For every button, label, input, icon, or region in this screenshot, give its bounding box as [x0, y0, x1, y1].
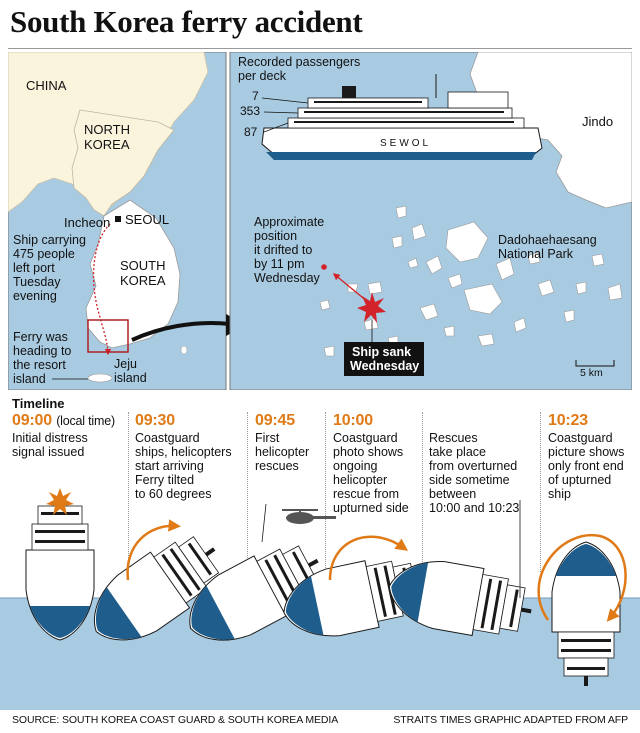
timeline-divider [325, 412, 326, 572]
deck-count-top: 7 [252, 89, 259, 103]
label-jindo: Jindo [582, 114, 613, 129]
timeline-time-3: 09:45 [255, 412, 295, 429]
ship-hull-stripe [266, 152, 536, 160]
timeline-divider [540, 412, 541, 572]
left-map: CHINA NORTH KOREA SEOUL Incheon SOUTH KO… [8, 52, 227, 390]
timeline-desc-4: Coastguard photo shows ongoing helicopte… [333, 431, 409, 515]
ship-bridge [447, 91, 509, 109]
timeline-divider [247, 412, 248, 572]
seoul-marker [115, 216, 121, 222]
label-jeju-1: Jeju [114, 357, 137, 371]
right-map: SEWOL Recorded passengers per deck 7 353… [229, 52, 632, 390]
timeline-desc-3: First helicopter rescues [255, 431, 310, 473]
label-jeju-2: island [114, 371, 147, 385]
rotation-arrow-6 [537, 533, 627, 622]
timeline-event-2: 09:30 Coastguard ships, helicopters star… [135, 412, 255, 501]
sewol-ship-illustration: SEWOL [261, 74, 543, 160]
deck-leader-bottom [263, 122, 289, 133]
ship-stage-1 [25, 495, 95, 641]
japan-island-shape [180, 345, 188, 355]
rotation-arrow-2 [126, 519, 181, 581]
scale-label: 5 km [580, 367, 603, 379]
timeline-event-3: 09:45 First helicopter rescues [255, 412, 375, 473]
scale-bar [575, 360, 615, 367]
south-korea-land [85, 199, 181, 349]
timeline-time-6: 10:23 [548, 412, 588, 429]
timeline-event-1: 09:00 (local time) Initial distress sign… [12, 412, 132, 459]
label-seoul: SEOUL [125, 212, 169, 227]
sank-label-box [344, 342, 424, 376]
label-incheon: Incheon [64, 215, 110, 230]
accident-locator-box [87, 319, 129, 353]
deck-count-middle: 353 [240, 104, 260, 118]
rotation-arrow-4 [328, 535, 409, 581]
departure-note: Ship carrying 475 people left port Tuesd… [13, 233, 89, 303]
label-north-korea-2: KOREA [84, 137, 130, 152]
island-group [319, 205, 623, 357]
graphic-credit: STRAITS TIMES GRAPHIC ADAPTED FROM AFP [393, 714, 628, 726]
title-divider [8, 48, 632, 49]
drift-arrow [332, 273, 369, 303]
timeline-event-6: 10:23 Coastguard picture shows only fron… [548, 412, 640, 501]
helicopter-icon [282, 509, 336, 524]
source-note: SOURCE: SOUTH KOREA COAST GUARD & SOUTH … [12, 714, 339, 726]
timeline-time-4: 10:00 [333, 412, 373, 429]
label-china: CHINA [26, 78, 67, 93]
timeline-time-1: 09:00 (local time) [12, 412, 115, 429]
timeline-divider [422, 412, 423, 572]
sinking-site-star [357, 292, 386, 323]
ship-name: SEWOL [380, 138, 431, 149]
ship-funnel [342, 86, 356, 98]
label-national-park: Dadohaehaesang National Park [498, 233, 600, 261]
timeline-time-note: (local time) [56, 414, 115, 428]
sank-label: Ship sank Wednesday [350, 345, 419, 373]
timeline-time-2: 09:30 [135, 412, 175, 429]
timeline-heading: Timeline [12, 396, 65, 411]
timeline-divider [128, 412, 129, 572]
label-south-korea-2: KOREA [120, 273, 166, 288]
distress-burst-icon [46, 488, 74, 515]
deck-leader-top [261, 97, 309, 104]
timeline-desc-1: Initial distress signal issued [12, 431, 88, 459]
label-south-korea-1: SOUTH [120, 258, 166, 273]
label-north-korea-1: NORTH [84, 122, 130, 137]
deck-count-bottom: 87 [244, 125, 258, 139]
ship-windows [294, 101, 514, 123]
sinking-sequence [0, 488, 640, 710]
timeline-desc-5: Rescues take place from overturned side … [429, 431, 520, 515]
timeline-desc-2: Coastguard ships, helicopters start arri… [135, 431, 232, 501]
jeju-island-shape [87, 373, 113, 383]
drift-position-marker [321, 264, 327, 270]
destination-note: Ferry was heading to the resort island [13, 330, 75, 386]
rescue-line-3 [261, 503, 267, 543]
deck-leader-middle [263, 111, 299, 114]
drift-note: Approximate position it drifted to by 11… [254, 215, 328, 285]
zoom-arrow [131, 320, 231, 342]
ferry-route [92, 223, 112, 356]
timeline-event-5: Rescues take place from overturned side … [429, 430, 549, 515]
page-title: South Korea ferry accident [10, 4, 363, 39]
maps-panel: CHINA NORTH KOREA SEOUL Incheon SOUTH KO… [8, 52, 632, 390]
timeline-event-4: 10:00 Coastguard photo shows ongoing hel… [333, 412, 453, 515]
deck-title: Recorded passengers per deck [238, 55, 364, 83]
timeline-desc-6: Coastguard picture shows only front end … [548, 431, 625, 501]
